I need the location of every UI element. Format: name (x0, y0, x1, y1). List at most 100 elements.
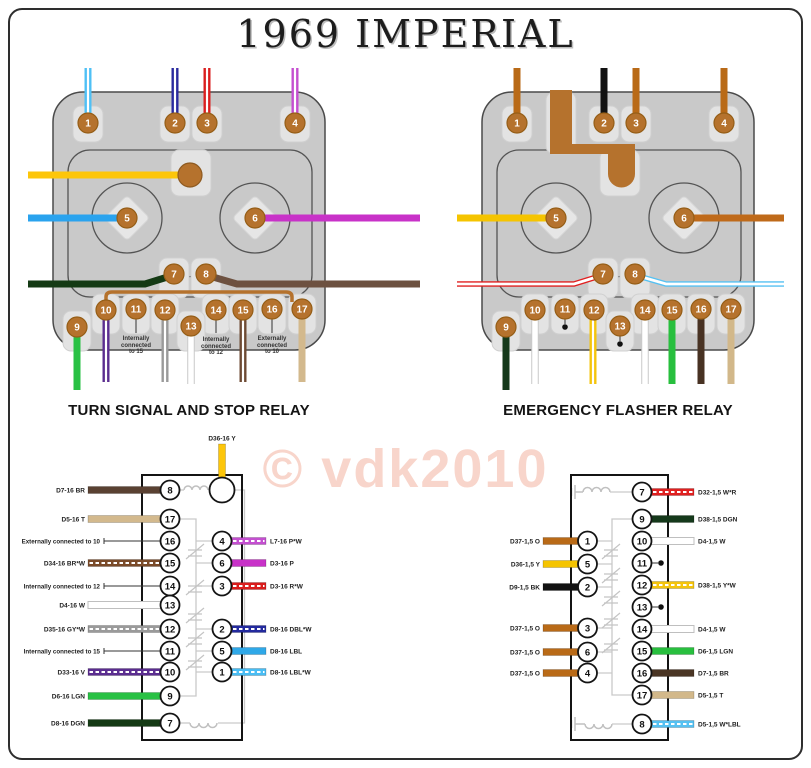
schematic-pin-circle (577, 553, 598, 575)
schematic-pin-circle (631, 662, 653, 684)
pin13-number: 13 (185, 322, 197, 333)
pin8-number: 8 (632, 270, 638, 281)
schematic-pin-circle (631, 508, 653, 530)
schematic-pin-circle (631, 618, 653, 640)
pin11-circle (125, 298, 147, 320)
wire-swatch (542, 560, 579, 568)
wire-label: D4-1,5 W (698, 626, 726, 633)
pin9-circle (495, 316, 517, 338)
pin4-circle (284, 112, 306, 134)
pin3-circle (196, 112, 218, 134)
schematic-pin-number: 16 (165, 536, 176, 547)
pin10-circle (95, 299, 117, 321)
pin6-number: 6 (252, 214, 258, 225)
pin10-number: 10 (100, 306, 112, 317)
pin11-circle (554, 298, 576, 320)
pin7-circle (163, 263, 185, 285)
schematic-pin-number: 6 (585, 647, 590, 658)
pin3-number: 3 (633, 119, 639, 130)
schematic-pin-circle (159, 552, 181, 574)
contact-icon (185, 607, 205, 624)
schematic-pin-circle (211, 618, 233, 640)
turn-signal-relay-caption: TURN SIGNAL AND STOP RELAY (68, 402, 310, 419)
wire-label: Internally connected to 12 (24, 583, 101, 590)
schematic-pin-circle (159, 712, 181, 734)
contact-icon (601, 590, 621, 607)
wire-swatch (651, 515, 695, 523)
pin14-circle (205, 299, 227, 321)
emergency-flasher-relay-caption: EMERGENCY FLASHER RELAY (503, 402, 733, 419)
pin15-number: 15 (237, 306, 249, 317)
contact-icon (185, 579, 205, 596)
pin6-circle (673, 207, 695, 229)
wire-swatch (542, 537, 579, 545)
pin17-number: 17 (296, 305, 308, 316)
wire-label: D38-1,5 Y*W (698, 582, 737, 589)
pin2-circle (164, 112, 186, 134)
pin5-number: 5 (124, 214, 130, 225)
pin5-circle (116, 207, 138, 229)
schematic-pin-circle (211, 661, 233, 683)
schematic-pin-number: 17 (637, 690, 648, 701)
wire-swatch (651, 647, 695, 655)
schematic-pin-number: 14 (637, 624, 648, 635)
wire-label: D5-1,5 W*LBL (698, 721, 741, 728)
bus-strap-u (608, 150, 635, 188)
schematic-pin-number: 10 (165, 667, 176, 678)
wire-swatch (542, 648, 579, 656)
wire-label: D7-1,5 BR (698, 670, 729, 677)
pin8-number: 8 (203, 270, 209, 281)
wire-swatch (231, 537, 267, 545)
wire-label: D37-1,5 O (510, 538, 540, 545)
schematic-pin-number: 5 (585, 559, 591, 570)
wire-swatch (542, 583, 579, 591)
flasher-terminal (177, 162, 203, 188)
pin8-circle (624, 263, 646, 285)
schematic-pin-number: 15 (637, 646, 648, 657)
schematic-pin-number: 4 (585, 668, 591, 679)
flasher-feed-wire (218, 443, 226, 479)
pin11-number: 11 (131, 305, 142, 316)
coil-icon (582, 486, 611, 493)
wire-swatch (87, 601, 161, 609)
wire-label: D8-16 DGN (51, 720, 85, 727)
wire-label: Externally connected to 10 (22, 538, 101, 545)
coil-icon (183, 485, 209, 491)
pin16-circle (690, 298, 712, 320)
schematic-pin-number: 2 (585, 582, 590, 593)
pin6-circle (244, 207, 266, 229)
page-frame (8, 8, 803, 760)
schematic-pin-number: 8 (639, 719, 644, 730)
wire-label: D8-16 DBL*W (270, 626, 312, 633)
pin17-circle (720, 298, 742, 320)
wire-swatch (651, 669, 695, 677)
pin12-number: 12 (159, 306, 171, 317)
flasher-terminal-circle (208, 476, 236, 504)
pin9-number: 9 (503, 323, 509, 334)
wire-label: D8-16 LBL*W (270, 669, 312, 676)
pin7-number: 7 (600, 270, 606, 281)
wire-label: D37-1,5 O (510, 649, 540, 656)
wire-label: D5-16 T (62, 516, 86, 523)
pin1-number: 1 (85, 119, 91, 130)
contact-icon (601, 637, 621, 654)
pin4-number: 4 (721, 119, 727, 130)
wire-swatch (231, 582, 267, 590)
pin14-number: 14 (210, 306, 222, 317)
schematic-pin-circle (159, 508, 181, 530)
schematic-pin-number: 1 (585, 536, 591, 547)
schematic-pin-number: 2 (219, 624, 224, 635)
bus-strap-horizontal (550, 144, 635, 154)
pin10-number: 10 (529, 306, 541, 317)
wire-label: D6-1,5 LGN (698, 648, 733, 655)
schematic-pin-circle (577, 662, 598, 684)
schematic-pin-number: 15 (165, 558, 176, 569)
pin2-number: 2 (601, 119, 607, 130)
wire-label: Internally connected to 15 (24, 648, 101, 655)
wire-swatch (542, 624, 579, 632)
schematic-pin-circle (159, 661, 181, 683)
wire-swatch (87, 719, 161, 727)
